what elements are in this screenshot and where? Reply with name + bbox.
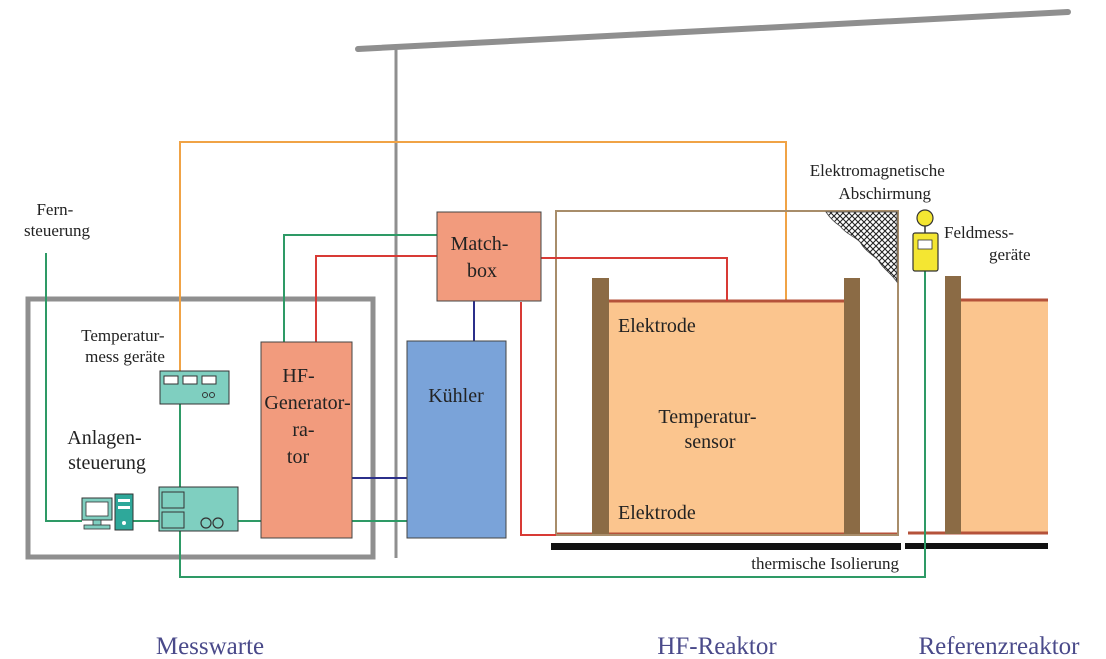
reactor-liquid	[609, 301, 844, 534]
messwarte-frame	[25, 296, 376, 560]
matchbox-box	[436, 211, 542, 302]
control-wire-generator-matchbox	[283, 234, 437, 342]
temperature-meter-device	[159, 370, 230, 405]
elektrode-top-label: Elektrode	[618, 315, 696, 337]
isolierung-label: thermische Isolierung	[751, 554, 899, 573]
field-meter-wire	[179, 271, 926, 578]
anlagensteuerung-label: Anlagen- steuerung	[67, 427, 146, 474]
kuehler-label: Kühler	[428, 385, 484, 407]
antenna-rod	[355, 9, 1071, 52]
thermal-insulation	[551, 543, 901, 550]
hf-generator-box	[260, 341, 353, 539]
feldmess-label: Feldmess- geräte	[944, 223, 1031, 264]
control-unit-device	[158, 486, 239, 532]
reference-insulation	[905, 543, 1048, 549]
shield-mesh-icon	[825, 211, 898, 284]
reactor-electrode-left	[592, 278, 609, 535]
em-shield	[555, 210, 899, 536]
fernsteuerung-label: Fern- steuerung	[24, 200, 91, 240]
rf-wire-generator-matchbox	[315, 255, 437, 342]
rf-wire-matchbox-electrode	[541, 257, 728, 301]
kuehler-box	[406, 340, 507, 539]
matchbox-label: Match- box	[451, 233, 514, 282]
reference-reactor-fill	[961, 300, 1048, 534]
temperatursensor-label: Temperatur- sensor	[658, 406, 761, 453]
section-hf-reaktor: HF-Reaktor	[657, 633, 777, 659]
abschirmung-label: Elektromagnetische Abschirmung	[810, 161, 949, 203]
hf-generator-label: HF- Generator- ra- tor	[264, 365, 355, 468]
computer-icon	[81, 493, 134, 531]
section-messwarte: Messwarte	[156, 633, 264, 659]
reference-electrode	[945, 276, 961, 534]
reactor-electrode-right	[844, 278, 860, 535]
section-referenzreaktor: Referenzreaktor	[919, 633, 1081, 659]
temperaturmess-label: Temperatur- mess geräte	[81, 326, 169, 366]
field-meter-icon	[912, 209, 939, 272]
remote-control-wire	[45, 253, 82, 522]
elektrode-bottom-label: Elektrode	[618, 502, 696, 524]
rf-wire-matchbox-ground	[520, 302, 556, 536]
